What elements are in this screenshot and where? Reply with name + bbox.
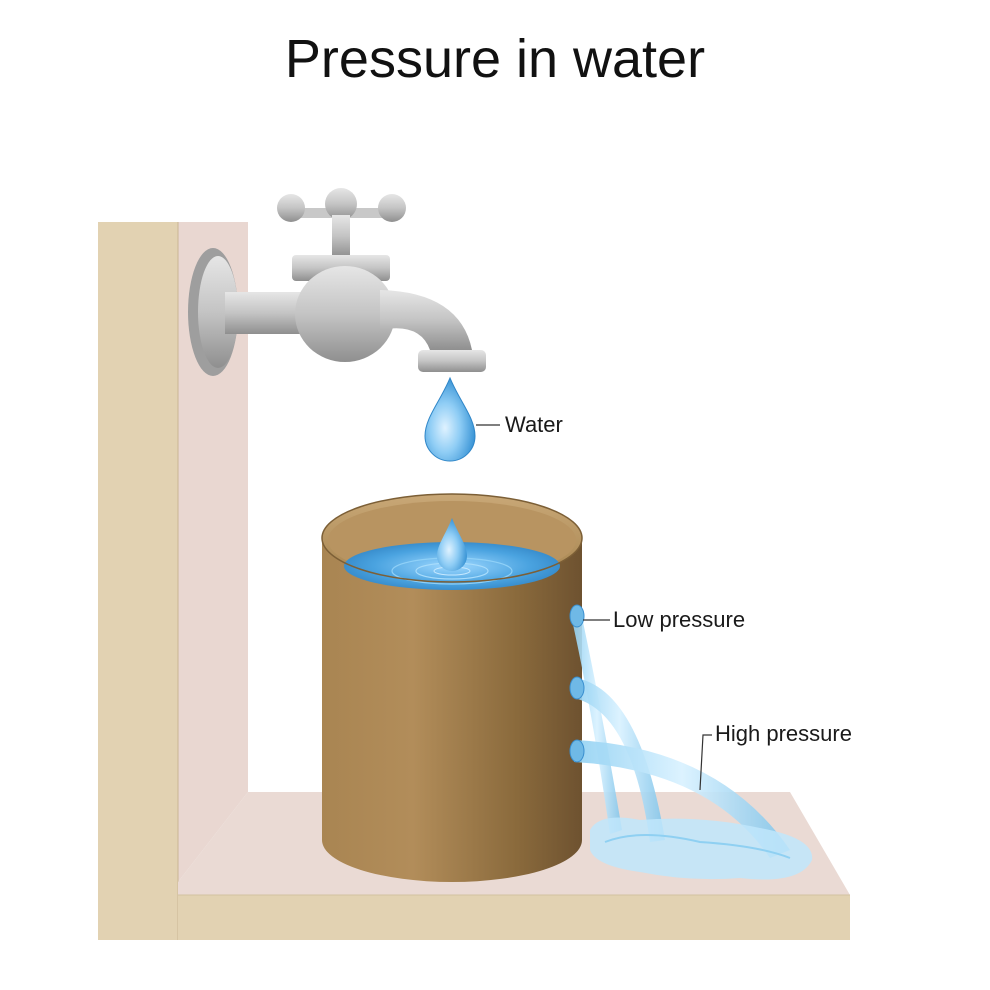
water-drop-icon (424, 376, 500, 462)
high-pressure-label: High pressure (715, 721, 852, 746)
leader-lines (583, 619, 712, 791)
wall (98, 222, 248, 940)
water-jet-icon (569, 604, 813, 880)
water-can-icon (321, 493, 583, 882)
low-pressure-label: Low pressure (613, 607, 745, 632)
faucet-icon (188, 188, 486, 376)
diagram-title: Pressure in water (284, 29, 706, 89)
water-label: Water (505, 412, 563, 437)
